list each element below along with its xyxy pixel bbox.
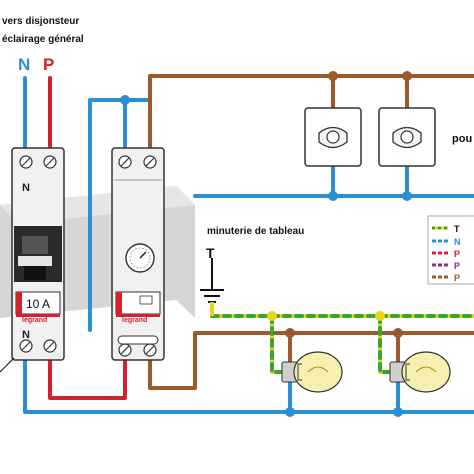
pushbutton-1 <box>304 107 362 167</box>
timer-label: minuterie de tableau <box>207 226 304 237</box>
legend-item-phase-purple: P <box>432 261 460 271</box>
legend: T N P P P <box>427 215 474 285</box>
header-line-1: vers disjonsteur <box>2 16 79 27</box>
breaker-top-screws <box>19 155 57 169</box>
supply-n-label: N <box>18 55 30 74</box>
legend-label-neutral: N <box>454 237 461 247</box>
lamp-2 <box>389 351 451 393</box>
staircase-timer: legrand <box>111 147 165 361</box>
earth-t-label: T <box>206 245 215 261</box>
legend-label-phase-red: P <box>454 249 460 259</box>
legend-label-earth: T <box>454 224 460 234</box>
earth-symbol <box>200 258 224 316</box>
lamp-1 <box>281 351 343 393</box>
supply-p-label: P <box>43 55 54 74</box>
leader-line <box>0 357 15 373</box>
legend-item-phase-brown: P <box>432 273 460 283</box>
breaker-bottom-screws <box>19 339 57 353</box>
breaker-bottom-n-label: N <box>22 329 30 341</box>
timer-top-screws <box>118 155 157 169</box>
timer-neutral-wire <box>88 98 127 332</box>
legend-item-phase-red: P <box>432 249 460 259</box>
phase-bottom-wire <box>48 353 127 400</box>
pushbutton-2 <box>378 107 436 167</box>
pushbutton-label: pou <box>452 133 472 145</box>
legend-item-neutral: N <box>432 237 461 247</box>
breaker-brand: legrand <box>22 317 47 324</box>
timer-bottom-screws <box>118 343 157 357</box>
breaker-rating: 10 A <box>26 297 50 311</box>
legend-label-phase-brown: P <box>454 273 460 283</box>
circuit-breaker: N 10 A legrand N <box>11 147 65 361</box>
legend-item-earth: T <box>432 224 460 234</box>
neutral-bottom-wire <box>23 353 474 414</box>
junction-dots <box>120 71 412 417</box>
timer-brand: legrand <box>122 317 147 324</box>
switched-top-wire <box>148 74 474 150</box>
breaker-top-n-label: N <box>22 182 30 194</box>
header-line-2: éclairage général <box>2 34 84 45</box>
legend-label-phase-purple: P <box>454 261 460 271</box>
